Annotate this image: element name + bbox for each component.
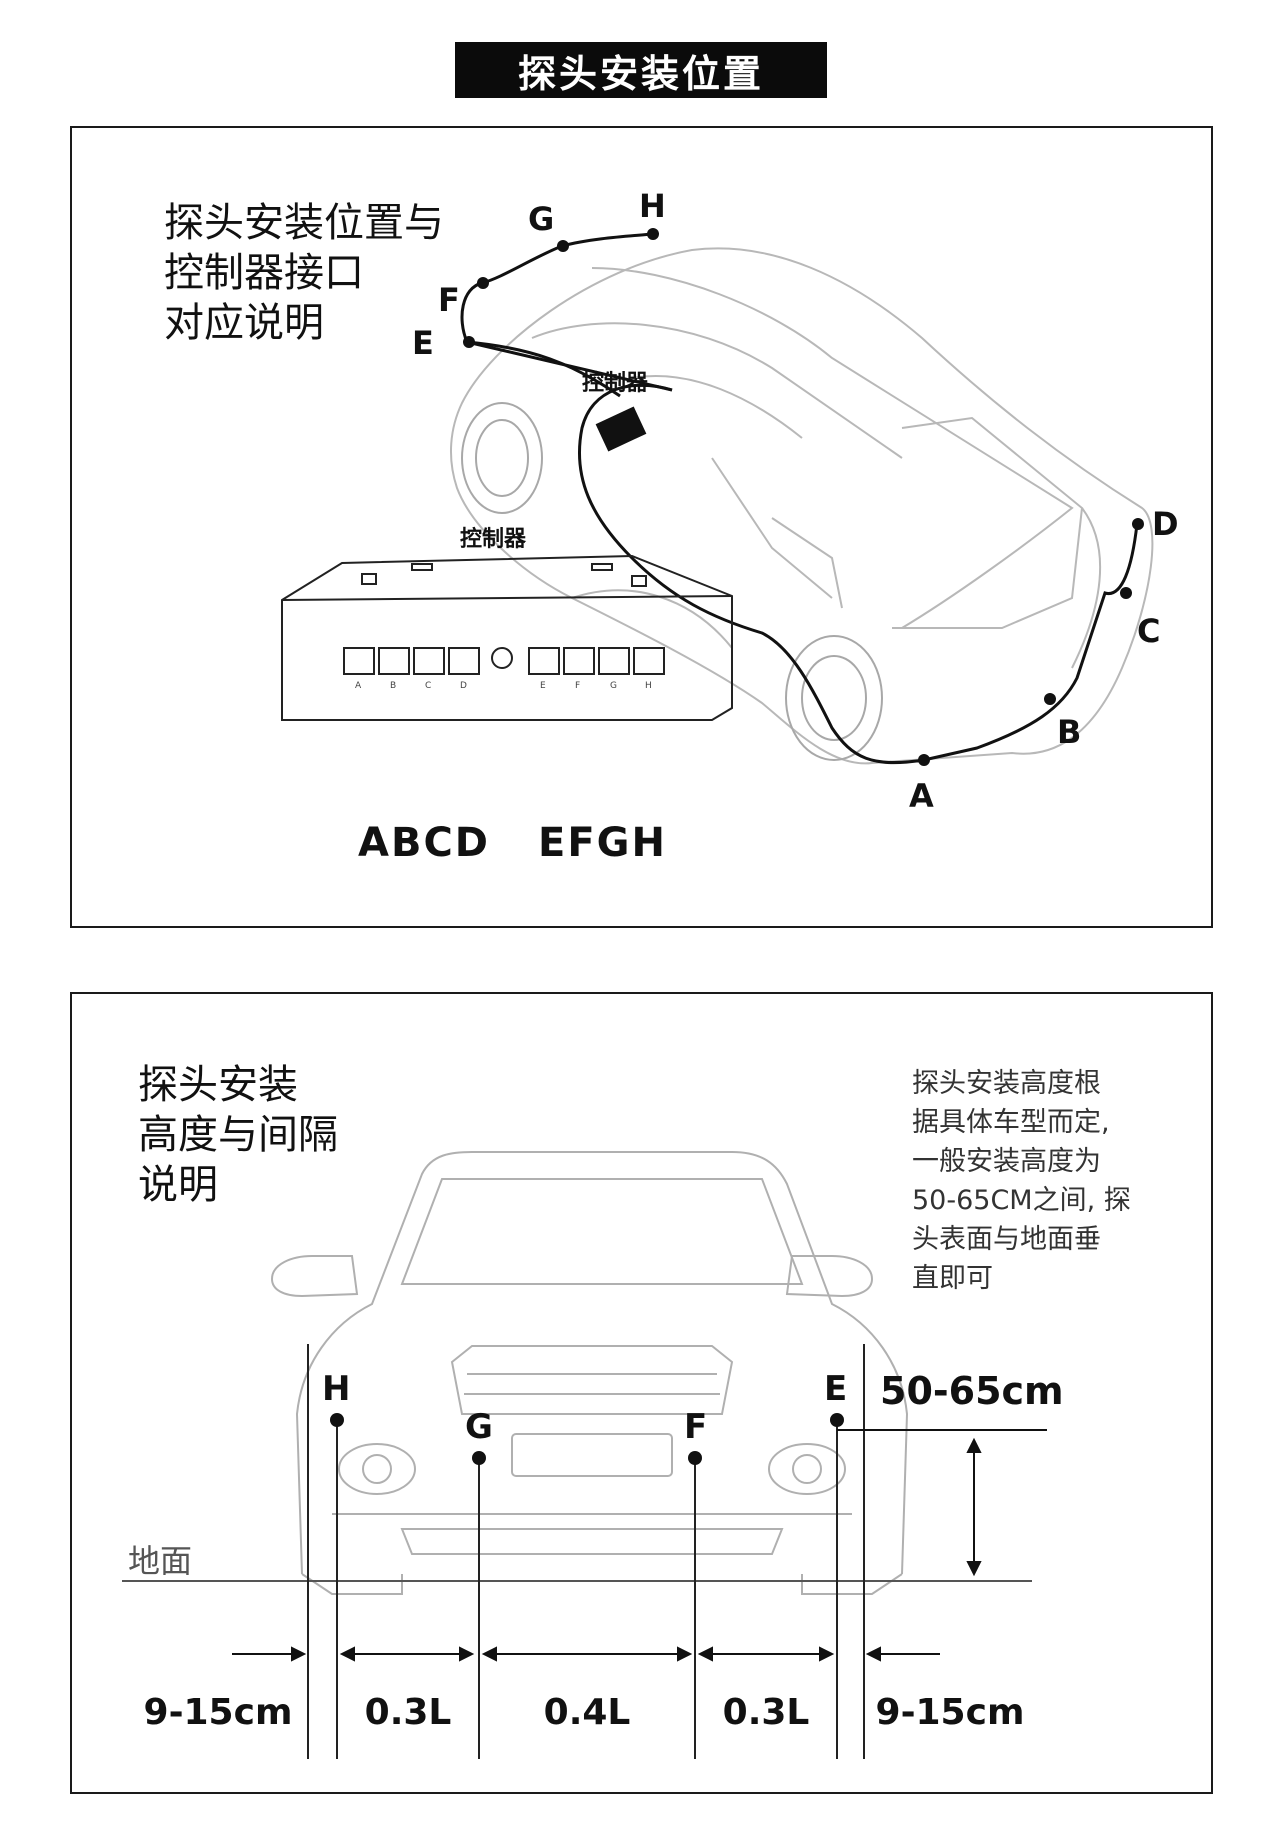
- page-title: 探头安装位置: [455, 42, 827, 98]
- sensor-label-a: A: [909, 777, 934, 815]
- port-group-right: EFGH: [538, 820, 667, 866]
- panel1-heading: 探头安装位置与 控制器接口 对应说明: [164, 198, 444, 348]
- note-line: 一般安装高度为: [912, 1146, 1101, 1177]
- note-line: 头表面与地面垂: [912, 1224, 1101, 1255]
- car-front-illustration: 地面 H G F E 50-65cm: [122, 1151, 1064, 1759]
- spacing-label: 0.3L: [365, 1692, 452, 1733]
- point-label-h: H: [322, 1369, 350, 1409]
- sensor-label-h: H: [639, 187, 666, 225]
- port-letter: A: [355, 681, 362, 691]
- panel2-heading-line: 高度与间隔: [138, 1112, 338, 1158]
- port-letter: H: [645, 681, 652, 691]
- sensor-label-e: E: [412, 324, 434, 362]
- sensor-label-c: C: [1137, 612, 1160, 650]
- port-letter: C: [425, 681, 431, 691]
- ground-label: 地面: [128, 1542, 192, 1580]
- panel2-heading-line: 说明: [138, 1162, 218, 1208]
- panel2-heading-line: 探头安装: [138, 1062, 298, 1108]
- sensor-label-b: B: [1057, 713, 1081, 751]
- panel2-heading: 探头安装 高度与间隔 说明: [138, 1060, 338, 1210]
- note-line: 据具体车型而定,: [912, 1107, 1110, 1138]
- height-label: 50-65cm: [880, 1369, 1064, 1413]
- panel-sensor-positions: 探头安装位置与 控制器接口 对应说明: [70, 126, 1213, 928]
- controller-label-car: 控制器: [582, 370, 649, 396]
- port-letter: D: [460, 681, 467, 691]
- point-label-e: E: [824, 1369, 847, 1409]
- installation-note: 探头安装高度根 据具体车型而定, 一般安装高度为 50-65CM之间, 探 头表…: [912, 1064, 1152, 1298]
- spacing-label: 9-15cm: [876, 1692, 1025, 1733]
- sensor-label-d: D: [1152, 505, 1179, 543]
- note-line: 50-65CM之间, 探: [912, 1185, 1131, 1216]
- spacing-label: 0.4L: [544, 1692, 631, 1733]
- panel1-heading-line: 探头安装位置与: [164, 200, 444, 246]
- port-group-left: ABCD: [358, 820, 490, 866]
- note-line: 探头安装高度根: [912, 1068, 1101, 1099]
- port-letter: F: [575, 681, 580, 691]
- panel-sensor-height-spacing: 探头安装 高度与间隔 说明 探头安装高度根 据具体车型而定, 一般安装高度为 5…: [70, 992, 1213, 1794]
- car-perspective-illustration: 控制器 A B C D E F G H 控制器: [281, 187, 1179, 866]
- point-label-f: F: [684, 1407, 707, 1447]
- port-letter: G: [610, 681, 617, 691]
- controller-label-box: 控制器: [460, 526, 527, 552]
- spacing-label: 9-15cm: [144, 1692, 293, 1733]
- note-line: 直即可: [912, 1263, 993, 1294]
- port-letter: B: [390, 681, 396, 691]
- sensor-label-f: F: [438, 281, 460, 319]
- spacing-label: 0.3L: [723, 1692, 810, 1733]
- port-letter: E: [540, 681, 546, 691]
- panel1-heading-line: 对应说明: [164, 300, 324, 346]
- sensor-label-g: G: [528, 200, 554, 238]
- panel1-heading-line: 控制器接口: [164, 250, 364, 296]
- point-label-g: G: [465, 1407, 493, 1447]
